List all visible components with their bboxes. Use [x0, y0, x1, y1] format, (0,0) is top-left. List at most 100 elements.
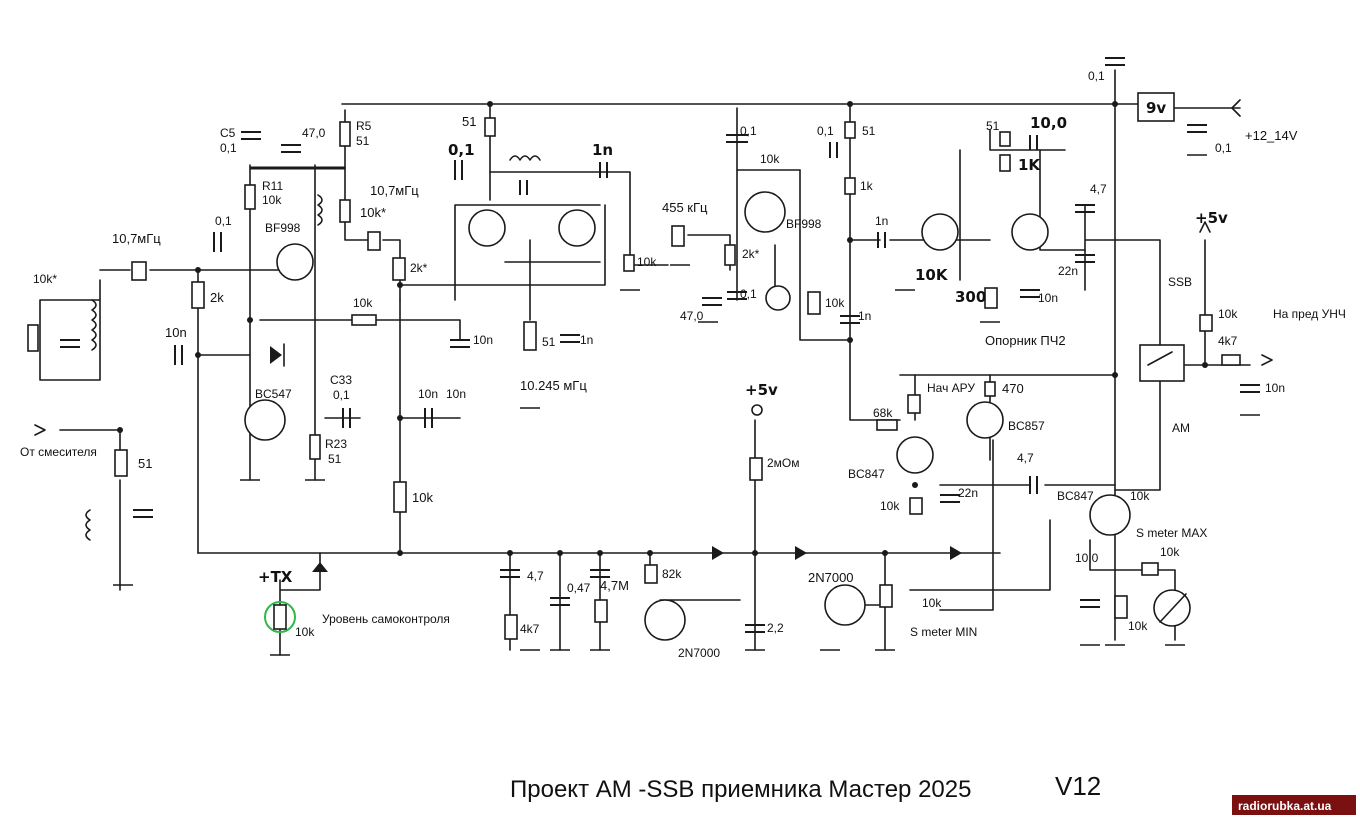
- supply-terminal: [1231, 99, 1241, 117]
- watermark-background: [1232, 795, 1356, 815]
- label-r-10k-tx: 10k: [295, 625, 315, 639]
- label-c-1n-a: 1n: [875, 214, 888, 228]
- label-r-10k-e: 10K: [915, 266, 949, 284]
- label-c-10n-out: 10n: [1265, 381, 1285, 395]
- page-title: Проект АМ -SSB приемника Мастер 2025: [510, 776, 971, 803]
- label-r-10k-c: 10k: [760, 152, 780, 166]
- label-r-51-top: 51: [462, 114, 476, 129]
- label-r-10k-a: 10k: [353, 296, 373, 310]
- resistor: [879, 584, 893, 608]
- label-regulator: 9v: [1146, 99, 1166, 117]
- label-r-2mom: 2мОм: [767, 456, 800, 470]
- resistor: [351, 314, 377, 326]
- label-r-10k-pot: 10k: [637, 255, 657, 269]
- label-c5-val: 0,1: [220, 141, 237, 155]
- coil: [509, 155, 541, 161]
- resistor: [907, 394, 921, 414]
- label-c-47-d: 4,7: [1017, 451, 1034, 465]
- label-r-470: 470: [1002, 381, 1024, 396]
- label-q-bc547: BC547: [255, 387, 292, 401]
- label-c-01-a: 0,1: [215, 214, 232, 228]
- label-r23-val: 51: [328, 452, 342, 466]
- label-cap-47: 47,0: [302, 126, 326, 140]
- resistor: [27, 324, 39, 352]
- resistor: [392, 257, 406, 281]
- label-c-1n-osc: 1n: [580, 333, 593, 347]
- label-r-10k-i: 10k: [1128, 619, 1148, 633]
- label-s-meter-min: S meter MIN: [910, 625, 977, 639]
- label-r-1k-b: 1K: [1018, 156, 1041, 174]
- resistor: [393, 481, 407, 513]
- label-r-2k-star: 2k*: [410, 261, 428, 275]
- label-self-control: Уровень самоконтроля: [322, 612, 450, 626]
- label-ssb: SSB: [1168, 275, 1192, 289]
- label-c-01-reg: 0,1: [1215, 141, 1232, 155]
- diode: [950, 546, 962, 560]
- label-c33-val: 0,1: [333, 388, 350, 402]
- label-am: AM: [1172, 421, 1190, 435]
- transistor-mixer-1: [468, 209, 506, 247]
- label-q-bc847-1: BC847: [848, 467, 885, 481]
- diode: [312, 562, 328, 572]
- resistor: [1221, 354, 1241, 366]
- label-r5: R5: [356, 119, 372, 133]
- label-r-10k-j: 10k: [1130, 489, 1150, 503]
- label-r-1k: 1k: [860, 179, 874, 193]
- transistor-bc857: [966, 401, 1004, 439]
- resistor: [309, 434, 321, 460]
- label-r-10k-f: 10k: [1218, 307, 1238, 321]
- resistor: [999, 154, 1011, 172]
- label-c-01-d: 0,1: [817, 124, 834, 138]
- label-r-10k-g: 10k: [880, 499, 900, 513]
- resistor: [749, 457, 763, 481]
- label-r-51-c: 51: [986, 119, 1000, 133]
- label-r-300: 300: [955, 288, 986, 306]
- crystal: [671, 225, 685, 247]
- diode: [712, 546, 724, 560]
- label-c-01-c: 0,1: [740, 287, 757, 301]
- plus5-terminal: [1199, 221, 1211, 233]
- transistor-bc547: [244, 399, 286, 441]
- label-r5-val: 51: [356, 134, 370, 148]
- label-ref-osc: Опорник ПЧ2: [985, 333, 1066, 348]
- resistor: [244, 184, 256, 210]
- junctions: [117, 101, 1208, 556]
- resistor: [523, 321, 537, 351]
- coil: [317, 194, 323, 226]
- label-plus5-a: +5v: [1195, 209, 1228, 227]
- self-control-pot: [273, 604, 287, 630]
- plus5-terminal-2: [751, 404, 763, 416]
- label-c-01-top: 0,1: [1088, 69, 1105, 83]
- transistor-bc847-1: [896, 436, 934, 474]
- transistor-bf998-1: [276, 243, 314, 281]
- label-r-2k-star2: 2k*: [742, 247, 760, 261]
- labels: 10k* 10,7мГц C5 0,1 47,0 R5 51 R11 10k 0…: [20, 69, 1356, 815]
- label-r-10k-star2: 10k*: [360, 205, 386, 220]
- label-c-10n-c: 10n: [418, 387, 438, 401]
- label-r-68k: 68k: [873, 406, 893, 420]
- label-r-10k-star: 10k*: [33, 272, 57, 286]
- label-c-22: 2,2: [767, 621, 784, 635]
- resistor: [1199, 314, 1213, 332]
- label-q-bc847-2: BC847: [1057, 489, 1094, 503]
- label-c-100: 10,0: [1030, 114, 1067, 132]
- resistor: [844, 177, 856, 195]
- resistor: [339, 121, 351, 147]
- resistor: [876, 419, 898, 431]
- label-c-10n-e: 10n: [1038, 291, 1058, 305]
- diode: [270, 346, 282, 364]
- label-r-4k7-b: 4k7: [520, 622, 540, 636]
- label-c-22n: 22n: [1058, 264, 1078, 278]
- self-control-highlight: [264, 601, 296, 633]
- label-q-2n7000-2: 2N7000: [808, 570, 854, 585]
- label-osc-freq: 10.245 мГц: [520, 378, 587, 393]
- label-c-01-osc: 0,1: [448, 141, 475, 159]
- resistor: [339, 199, 351, 223]
- resistor: [1141, 562, 1159, 576]
- label-c33: C33: [330, 373, 352, 387]
- label-r11-val: 10k: [262, 193, 282, 207]
- capacitors: [60, 57, 1260, 633]
- label-c-10n-b: 10n: [473, 333, 493, 347]
- label-c-100-b: 10,0: [1075, 551, 1099, 565]
